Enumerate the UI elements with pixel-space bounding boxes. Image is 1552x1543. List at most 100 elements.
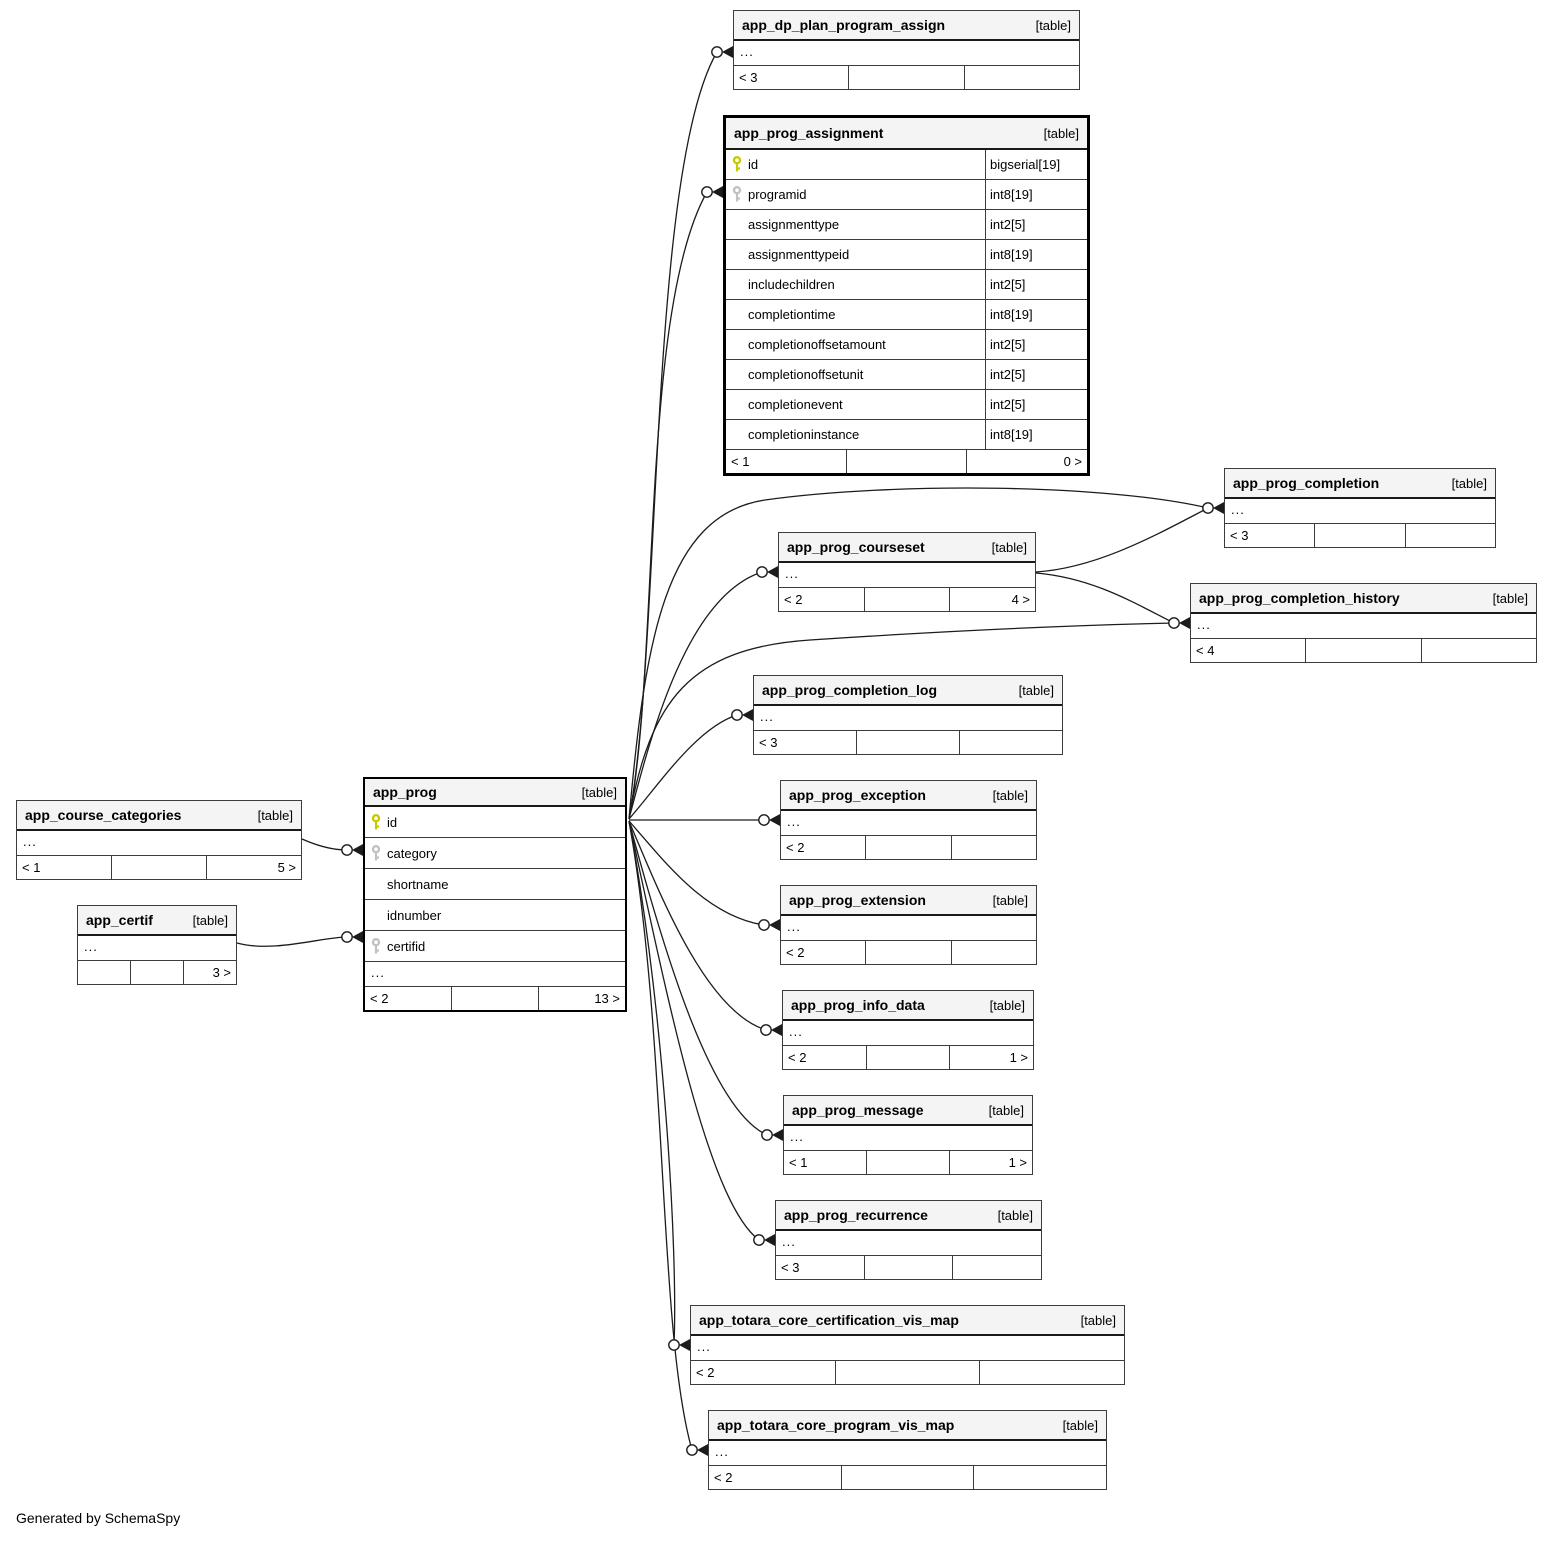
child-count [950, 836, 1036, 859]
table-name[interactable]: app_prog_courseset [787, 539, 925, 555]
table-app-prog-courseset: app_prog_courseset [table] ... < 2 4 > [778, 532, 1036, 612]
column-name: certifid [387, 938, 426, 954]
child-count [979, 1361, 1124, 1384]
table-name[interactable]: app_prog_message [792, 1102, 924, 1118]
table-footer: < 1 5 > [17, 856, 301, 879]
column-name: completioninstance [748, 427, 860, 442]
table-header: app_totara_core_certification_vis_map [t… [691, 1306, 1124, 1336]
table-footer: < 1 1 > [784, 1151, 1032, 1174]
columns-ellipsis: ... [365, 962, 625, 987]
parent-count: < 1 [731, 454, 750, 469]
column-name: shortname [387, 876, 449, 892]
child-count: 1 > [949, 1046, 1033, 1069]
column-row: id bigserial[19] [726, 150, 1087, 180]
columns-ellipsis: ... [691, 1336, 1124, 1361]
table-name[interactable]: app_prog_assignment [734, 125, 884, 141]
column-type: int2[5] [985, 270, 1087, 299]
column-type: int8[19] [985, 300, 1087, 329]
parent-count: < 2 [786, 945, 805, 960]
table-app-dp-plan-program-assign: app_dp_plan_program_assign [table] ... <… [733, 10, 1080, 90]
table-app-prog-assignment: app_prog_assignment [table] id bigserial… [723, 115, 1090, 476]
parent-count: < 1 [789, 1155, 808, 1170]
table-header: app_course_categories [table] [17, 801, 301, 831]
column-row: idnumber [365, 900, 625, 931]
foreign-key-icon [371, 937, 381, 953]
table-header: app_prog_completion_history [table] [1191, 584, 1536, 614]
table-footer: < 4 [1191, 639, 1536, 662]
table-tag: [table] [992, 892, 1028, 908]
rel-courseset-to-prog-completion-history [1035, 572, 1175, 624]
table-footer: < 2 1 > [783, 1046, 1033, 1069]
table-name[interactable]: app_prog [373, 784, 437, 800]
table-name[interactable]: app_certif [86, 912, 153, 928]
generator-note: Generated by SchemaSpy [16, 1510, 181, 1526]
table-tag: [table] [1492, 590, 1528, 606]
table-name[interactable]: app_prog_completion [1233, 475, 1380, 491]
column-type: int2[5] [985, 360, 1087, 389]
table-name[interactable]: app_prog_completion_history [1199, 590, 1400, 606]
column-name: programid [748, 187, 807, 202]
rel-prog-to-program-vis-map [628, 820, 693, 1451]
column-name: assignmenttypeid [748, 247, 850, 262]
column-row: completionoffsetamount int2[5] [726, 330, 1087, 360]
column-type: int2[5] [985, 330, 1087, 359]
table-tag: [table] [1080, 1312, 1116, 1328]
table-tag: [table] [997, 1207, 1033, 1223]
table-header: app_prog_extension [table] [781, 886, 1036, 916]
rel-prog-to-prog-assignment [628, 191, 708, 820]
table-app-prog-completion-log: app_prog_completion_log [table] ... < 3 [753, 675, 1063, 755]
columns-ellipsis: ... [734, 41, 1079, 66]
child-count [1420, 639, 1536, 662]
parent-count: < 2 [788, 1050, 807, 1065]
foreign-key-icon [371, 844, 381, 860]
table-footer: 3 > [78, 961, 236, 984]
columns-ellipsis: ... [17, 831, 301, 856]
table-header: app_certif [table] [78, 906, 236, 936]
table-name[interactable]: app_prog_completion_log [762, 682, 938, 698]
table-footer: < 2 [709, 1466, 1106, 1489]
table-tag: [table] [989, 997, 1025, 1013]
table-app-totara-core-certification-vis-map: app_totara_core_certification_vis_map [t… [690, 1305, 1125, 1385]
table-tag: [table] [1018, 682, 1054, 698]
child-count [1404, 524, 1495, 547]
rel-prog-to-dp-plan-program-assign [628, 51, 718, 820]
table-footer: < 3 [776, 1256, 1041, 1279]
table-name[interactable]: app_dp_plan_program_assign [742, 17, 946, 33]
rel-prog-to-prog-message [628, 820, 768, 1136]
table-name[interactable]: app_prog_info_data [791, 997, 925, 1013]
table-app-course-categories: app_course_categories [table] ... < 1 5 … [16, 800, 302, 880]
child-count [973, 1466, 1106, 1489]
column-name: id [387, 814, 398, 830]
table-tag: [table] [1451, 475, 1487, 491]
column-type: bigserial[19] [985, 150, 1087, 179]
column-row: assignmenttype int2[5] [726, 210, 1087, 240]
column-name: completionoffsetunit [748, 367, 864, 382]
table-name[interactable]: app_course_categories [25, 807, 182, 823]
table-name[interactable]: app_prog_extension [789, 892, 926, 908]
column-name: completionoffsetamount [748, 337, 886, 352]
table-name[interactable]: app_prog_recurrence [784, 1207, 928, 1223]
table-app-prog-completion: app_prog_completion [table] ... < 3 [1224, 468, 1496, 548]
child-count: 13 > [538, 987, 625, 1010]
columns-ellipsis: ... [781, 916, 1036, 941]
child-count [959, 731, 1062, 754]
table-name[interactable]: app_totara_core_program_vis_map [717, 1417, 955, 1433]
table-header: app_prog [table] [365, 779, 625, 807]
table-app-certif: app_certif [table] ... 3 > [77, 905, 237, 985]
child-count: 3 > [183, 961, 236, 984]
columns-ellipsis: ... [1225, 499, 1495, 524]
child-count: 1 > [949, 1151, 1032, 1174]
table-name[interactable]: app_totara_core_certification_vis_map [699, 1312, 959, 1328]
rel-prog-to-prog-info-data [628, 820, 767, 1031]
table-tag: [table] [192, 912, 228, 928]
table-header: app_prog_assignment [table] [726, 118, 1087, 150]
table-header: app_prog_completion_log [table] [754, 676, 1062, 706]
table-footer: < 3 [1225, 524, 1495, 547]
table-header: app_totara_core_program_vis_map [table] [709, 1411, 1106, 1441]
rel-prog-to-prog-recurrence [628, 820, 760, 1241]
columns-ellipsis: ... [754, 706, 1062, 731]
table-name[interactable]: app_prog_exception [789, 787, 926, 803]
table-app-prog-completion-history: app_prog_completion_history [table] ... … [1190, 583, 1537, 663]
parent-count: < 2 [786, 840, 805, 855]
column-row: shortname [365, 869, 625, 900]
